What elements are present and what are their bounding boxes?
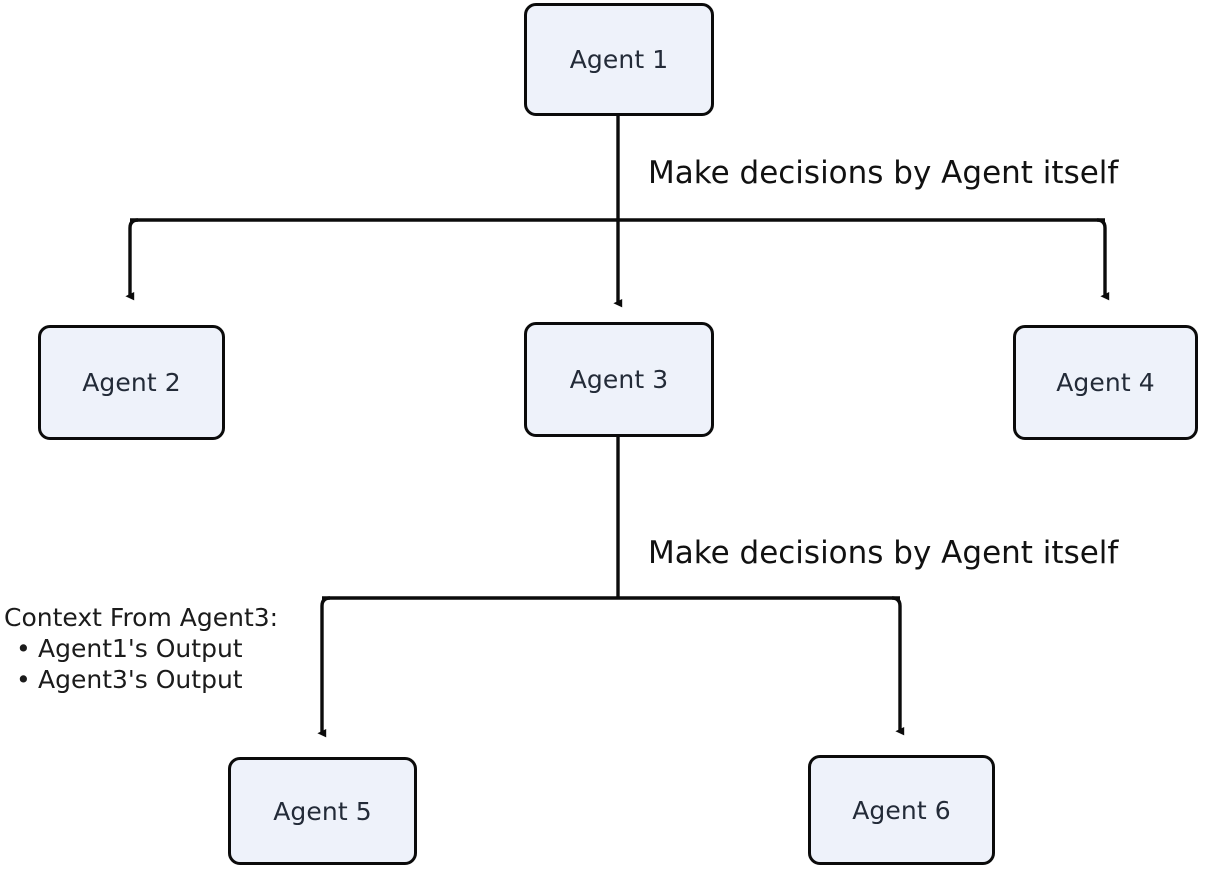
node-agent6-label: Agent 6 <box>852 795 951 825</box>
context-title: Context From Agent3: <box>4 603 279 632</box>
edge-agent1-to-agent4 <box>1096 218 1110 301</box>
edge-label-fork1: Make decisions by Agent itself <box>648 155 1119 191</box>
edge-agent3-to-agent6 <box>891 596 905 736</box>
context-item: Agent1's Output <box>16 636 278 661</box>
edge-label-fork2: Make decisions by Agent itself <box>648 535 1119 571</box>
node-agent2-label: Agent 2 <box>82 368 181 397</box>
context-item-list: Agent1's Output Agent3's Output <box>4 636 278 692</box>
node-agent4-label: Agent 4 <box>1056 368 1155 397</box>
node-agent1[interactable]: Agent 1 <box>524 3 714 116</box>
node-agent6[interactable]: Agent 6 <box>808 755 995 865</box>
node-agent2[interactable]: Agent 2 <box>38 325 225 440</box>
node-agent4[interactable]: Agent 4 <box>1013 325 1198 440</box>
context-item: Agent3's Output <box>16 667 278 692</box>
node-agent3-label: Agent 3 <box>569 365 669 394</box>
context-annotation: Context From Agent3: Agent1's Output Age… <box>4 605 278 698</box>
node-agent1-label: Agent 1 <box>569 45 669 74</box>
node-agent5[interactable]: Agent 5 <box>228 757 417 865</box>
node-agent5-label: Agent 5 <box>273 796 372 826</box>
edge-agent3-to-agent5 <box>317 596 331 738</box>
node-agent3[interactable]: Agent 3 <box>524 322 714 437</box>
edge-agent1-to-agent2 <box>125 218 139 301</box>
